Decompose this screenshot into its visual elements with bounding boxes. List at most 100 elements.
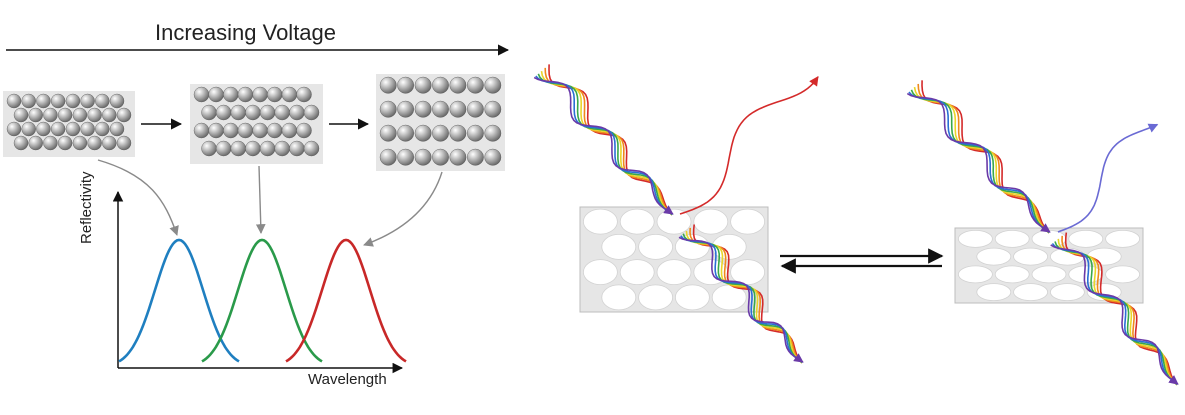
sphere — [215, 140, 232, 157]
sphere — [43, 107, 58, 123]
sphere — [432, 148, 449, 166]
transmitted-light-left — [678, 224, 804, 364]
sphere — [397, 100, 414, 118]
sphere — [193, 86, 210, 103]
sphere — [414, 124, 432, 142]
sphere — [252, 122, 268, 139]
void-bubble — [619, 208, 655, 235]
void-bubbles — [583, 208, 765, 311]
sphere — [449, 76, 467, 94]
sphere — [484, 76, 502, 94]
void-bubble — [693, 208, 729, 235]
sphere — [281, 86, 298, 103]
sphere — [296, 122, 312, 139]
sphere — [414, 76, 432, 94]
sphere — [201, 104, 217, 121]
sphere — [80, 93, 95, 109]
sphere — [13, 135, 29, 151]
sphere — [379, 148, 397, 166]
void-bubble — [1013, 247, 1048, 266]
void-bubble — [976, 283, 1012, 302]
sphere — [116, 135, 132, 151]
sphere — [274, 140, 290, 157]
wave-strand — [537, 73, 673, 216]
sphere — [21, 121, 36, 137]
sphere — [109, 93, 125, 109]
diagram-title: Increasing Voltage — [155, 20, 337, 45]
film-block-swollen — [579, 206, 769, 313]
sphere — [289, 140, 305, 157]
void-bubble — [994, 229, 1030, 248]
sphere — [116, 107, 132, 123]
sphere — [414, 148, 432, 166]
pointer-arrow-2 — [255, 165, 266, 234]
sphere — [95, 93, 110, 109]
sphere-panel — [376, 74, 505, 171]
incident-light-left — [533, 64, 674, 216]
sphere — [397, 76, 414, 94]
sphere — [281, 122, 298, 139]
sphere — [432, 124, 449, 142]
sphere — [397, 124, 414, 142]
sphere — [237, 86, 254, 103]
sphere — [466, 100, 484, 118]
sphere — [208, 86, 224, 103]
sphere — [466, 148, 484, 166]
sphere — [223, 86, 239, 103]
sphere — [230, 140, 247, 157]
sphere — [230, 104, 247, 121]
sphere — [57, 107, 73, 123]
sphere — [95, 121, 110, 137]
sphere — [102, 135, 117, 151]
void-bubble — [1031, 265, 1067, 284]
wave-strand — [540, 70, 673, 216]
void-bubble — [656, 259, 692, 286]
void-bubble — [730, 208, 765, 235]
reflected-light-red — [679, 76, 819, 215]
sphere — [21, 93, 36, 109]
green-reflectivity-peak — [201, 238, 323, 363]
pointer-arrow-3 — [363, 171, 443, 247]
transmitted-light-right — [1050, 232, 1179, 386]
sphere — [208, 122, 224, 139]
void-bubble — [619, 259, 655, 286]
wave-strand — [680, 235, 803, 364]
sphere — [379, 124, 397, 142]
wave-strand — [1051, 242, 1178, 386]
sphere — [432, 100, 449, 118]
sphere — [102, 107, 117, 123]
void-bubble — [1068, 229, 1104, 248]
sphere — [28, 107, 43, 123]
void-bubble — [1086, 247, 1122, 266]
void-bubble — [583, 208, 618, 235]
sphere — [50, 93, 66, 109]
sphere-panel — [3, 91, 135, 157]
void-bubble — [583, 259, 618, 286]
sphere — [43, 135, 58, 151]
wave-strand — [1054, 241, 1178, 386]
sphere — [109, 121, 125, 137]
sphere — [87, 107, 102, 123]
wave-strand — [682, 233, 803, 364]
sphere — [449, 124, 467, 142]
blue-reflectivity-peak — [118, 238, 240, 363]
sphere — [379, 76, 397, 94]
sphere — [223, 122, 239, 139]
wave-strand — [910, 89, 1050, 234]
sphere — [13, 107, 29, 123]
void-bubble — [638, 284, 673, 311]
sphere — [28, 135, 43, 151]
void-bubble — [675, 284, 710, 311]
sphere — [252, 86, 268, 103]
x-axis-label: Wavelength — [308, 371, 387, 388]
incident-light-right — [906, 80, 1051, 234]
sphere — [57, 135, 73, 151]
pointer-arrow-1 — [97, 159, 179, 236]
sphere — [6, 93, 22, 109]
sphere — [259, 140, 276, 157]
red-reflectivity-peak — [285, 238, 407, 363]
light-waves — [533, 64, 1179, 386]
sphere — [50, 121, 66, 137]
sphere — [267, 122, 283, 139]
